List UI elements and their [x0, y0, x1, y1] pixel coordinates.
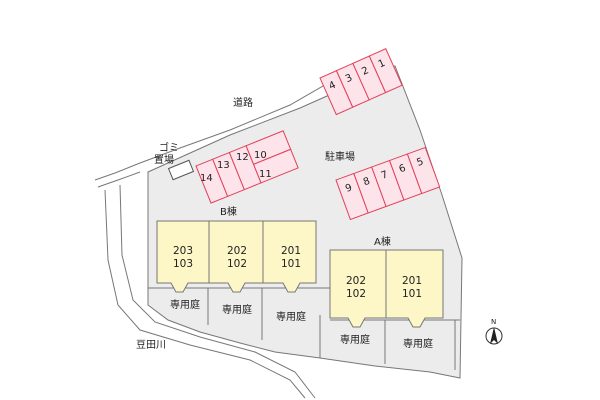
garden-label-b2: 専用庭: [222, 303, 252, 316]
river-bank-east: [119, 184, 316, 399]
parking-num-7: 7: [380, 169, 390, 182]
north-label: N: [491, 318, 496, 326]
compass-arrow: [490, 327, 498, 344]
parking-label: 駐車場: [325, 150, 355, 163]
garden-label-b3: 専用庭: [276, 310, 306, 323]
garbage-area: [167, 159, 195, 181]
unit-b3-lower: 101: [281, 258, 301, 270]
unit-a1-lower: 102: [346, 288, 366, 300]
road-label: 道路: [233, 96, 253, 109]
parking-num-9: 9: [344, 182, 354, 195]
unit-b3-upper: 201: [281, 245, 301, 257]
garbage-label-2: 置場: [154, 153, 174, 166]
parking-num-8: 8: [362, 176, 372, 189]
parking-num-5: 5: [415, 156, 425, 169]
parking-num-1: 1: [377, 58, 387, 71]
road-edge-line-2: [97, 171, 141, 188]
parking-space-1: [368, 48, 403, 94]
unit-b-right: [262, 220, 317, 293]
parking-space-5: [406, 146, 441, 195]
building-b: [156, 220, 317, 293]
unit-b1-upper: 203: [173, 245, 193, 257]
unit-b2-upper: 202: [227, 245, 247, 257]
building-b-label: B棟: [220, 205, 237, 218]
unit-b1-lower: 103: [173, 258, 193, 270]
garden-label-a1: 専用庭: [340, 333, 370, 346]
garden-label-a2: 専用庭: [403, 337, 433, 350]
unit-a2-upper: 201: [402, 275, 422, 287]
parking-num-6: 6: [398, 163, 408, 176]
garbage-label-1: ゴミ: [159, 141, 179, 154]
parking-group-top: 4 3 2 1: [319, 48, 403, 116]
unit-a-right: [385, 249, 444, 328]
parking-num-4: 4: [327, 80, 337, 93]
building-a: [329, 249, 444, 328]
parking-num-2: 2: [360, 65, 370, 78]
unit-b2-lower: 102: [227, 258, 247, 270]
unit-a1-upper: 202: [346, 275, 366, 287]
parking-group-right: 9 8 7 6 5: [335, 146, 441, 221]
river-label: 豆田川: [136, 339, 166, 351]
garden-label-b1: 専用庭: [170, 298, 200, 311]
parking-num-14: 14: [200, 173, 213, 184]
parking-num-12: 12: [236, 152, 249, 163]
north-compass-icon: N: [485, 318, 503, 345]
river-bank-west: [104, 189, 306, 399]
building-a-label: A棟: [374, 235, 391, 248]
unit-a2-lower: 101: [402, 288, 422, 300]
garbage-box: [167, 159, 195, 181]
parking-num-3: 3: [344, 72, 354, 85]
parking-space-11: [252, 148, 299, 184]
parking-num-13: 13: [217, 160, 230, 171]
parking-group-left: [195, 130, 299, 204]
parking-num-11: 11: [259, 169, 272, 180]
parking-num-10: 10: [254, 150, 267, 161]
